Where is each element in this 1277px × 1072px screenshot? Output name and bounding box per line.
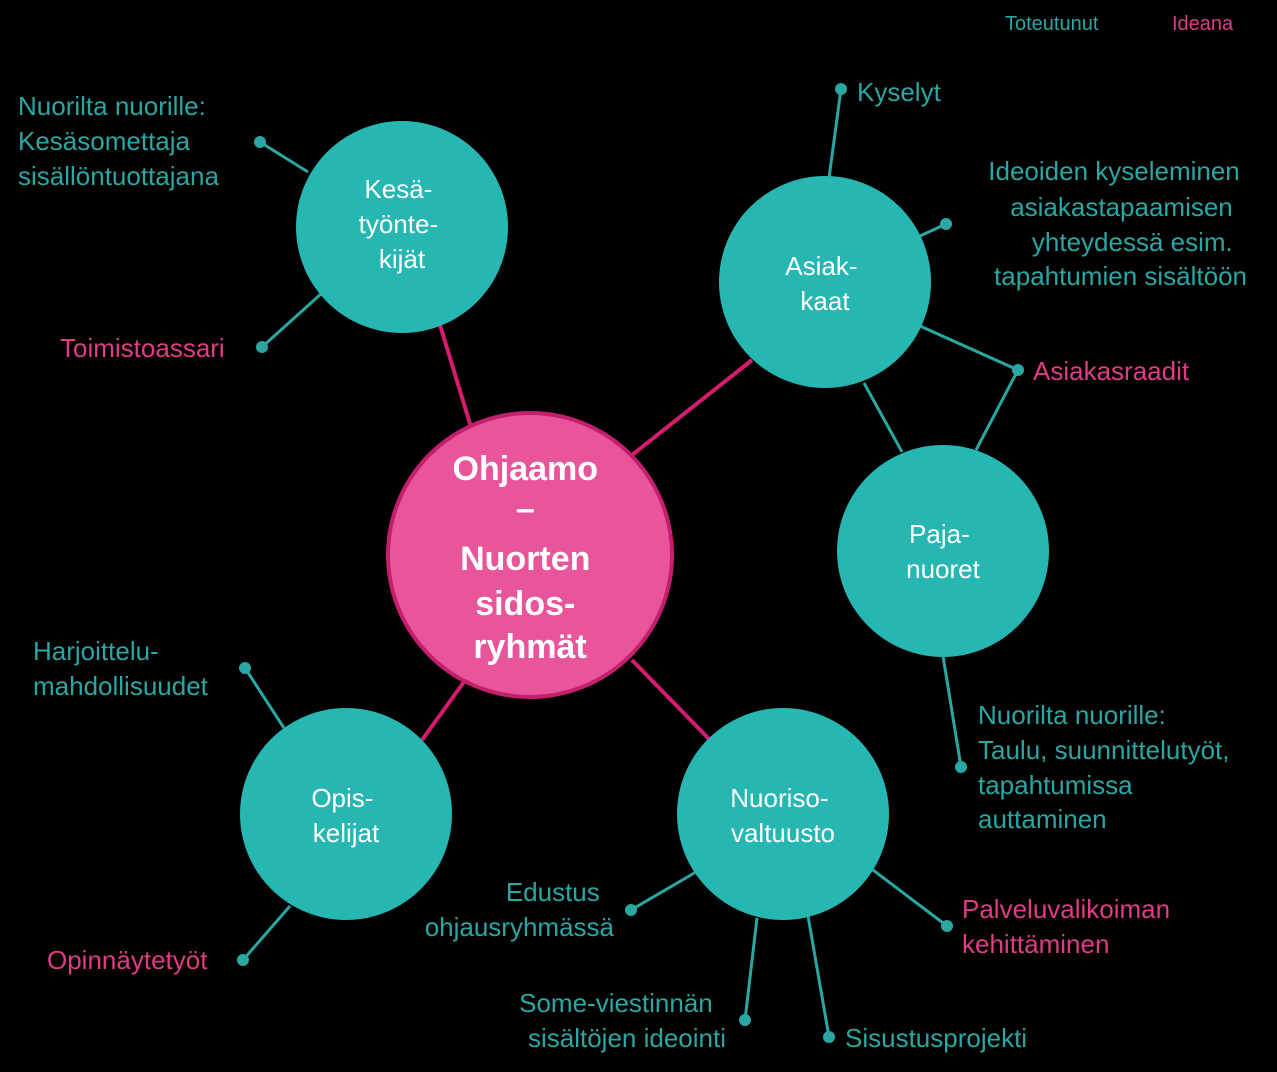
node-line: Kesä- [364,174,432,204]
leaf-edustus: Edustus ohjausryhmässä [425,877,615,942]
node-line: Nuoriso- [730,783,828,813]
leaf-kyselyt: Kyselyt [857,77,942,107]
leaf-line: Sisustusprojekti [845,1023,1027,1053]
leaf-palveluvalikoiman: Palveluvalikoiman kehittäminen [962,894,1177,959]
node-nuorisovaltuusto: Nuoriso- valtuusto [677,708,889,920]
node-line: kijät [379,244,426,274]
leaf-line: auttaminen [978,804,1107,834]
leaf-line: mahdollisuudet [33,671,209,701]
node-line: Paja- [909,519,970,549]
leaf-line: Taulu, suunnittelutyöt, [978,735,1230,765]
node-line: työnte- [359,209,439,239]
leaf-line: Toimistoassari [60,333,225,363]
leaf-nuorilta-kesa: Nuorilta nuorille: Kesäsomettaja sisällö… [18,91,219,191]
node-line: kaat [800,286,850,316]
leaf-line: Nuorilta nuorille: [978,700,1166,730]
leaf-opinnaytetyot: Opinnäytetyöt [47,945,208,975]
node-line: nuoret [906,554,980,584]
node-kesatyontekijat: Kesä- työnte- kijät [296,121,508,333]
leaf-line: Palveluvalikoiman [962,894,1170,924]
leaf-harjoittelu: Harjoittelu- mahdollisuudet [33,636,209,701]
legend-realized: Toteutunut [1005,13,1099,35]
svg-text:Asiak- kaat: Asiak- kaat [785,251,864,316]
center-line: Nuorten [460,540,590,578]
leaf-line: Kesäsomettaja [18,126,191,156]
leaf-line: Some-viestinnän [519,988,713,1018]
node-line: valtuusto [731,818,835,848]
leaf-line: Opinnäytetyöt [47,945,208,975]
svg-text:Kesä- työnte- kijä: Kesä- työnte- kijät [359,174,446,274]
center-line: ryhmät [473,628,586,666]
leaf-asiakasraadit: Asiakasraadit [1033,356,1190,386]
center-line: sidos- [475,585,575,623]
leaf-dots [237,83,1024,1043]
leaf-line: sisällöntuottajana [18,161,219,191]
svg-text:Opis- kelijat: Opis- kelijat [311,783,380,848]
leaf-line: tapahtumien sisältöön [994,261,1247,291]
leaf-line: Nuorilta nuorille: [18,91,206,121]
leaf-line: Ideoiden kyseleminen [988,156,1240,186]
leaf-line: Asiakasraadit [1033,356,1190,386]
svg-text:Nuoriso- valtuusto: Nuoriso- valtuusto [730,783,835,848]
leaf-some: Some-viestinnän sisältöjen ideointi [519,988,726,1053]
leaf-line: tapahtumissa [978,770,1133,800]
center-line: – [516,490,535,528]
leaf-ideoiden: Ideoiden kyseleminen asiakastapaamisen y… [988,156,1247,291]
leaf-sisustusprojekti: Sisustusprojekti [845,1023,1027,1053]
leaf-line: sisältöjen ideointi [528,1023,726,1053]
leaf-line: yhteydessä esim. [1032,227,1233,257]
leaf-line: Harjoittelu- [33,636,159,666]
center-line: Ohjaamo [453,450,598,488]
legend-idea: Ideana [1172,13,1234,35]
leaf-line: Kyselyt [857,77,942,107]
leaf-line: Edustus [506,877,600,907]
center-node: Ohjaamo – Nuorten sidos- ryhmät [386,411,674,699]
leaf-nuorilta-taulu: Nuorilta nuorille: Taulu, suunnittelutyö… [978,700,1237,834]
svg-text:Ohjaamo – Nuorten: Ohjaamo – Nuorten sidos- ryhmät [453,450,608,666]
leaf-line: asiakastapaamisen [1010,192,1233,222]
svg-text:Paja- nuoret: Paja- nuoret [906,519,980,584]
node-opiskelijat: Opis- kelijat [240,708,452,920]
node-line: Asiak- [785,251,857,281]
leaf-connectors [241,88,1020,1038]
node-pajanuoret: Paja- nuoret [837,445,1049,657]
leaf-line: ohjausryhmässä [425,912,615,942]
node-asiakkaat: Asiak- kaat [719,176,931,388]
node-line: kelijat [313,818,380,848]
node-line: Opis- [311,783,373,813]
leaf-toimistoassari: Toimistoassari [60,333,225,363]
leaf-line: kehittäminen [962,929,1109,959]
